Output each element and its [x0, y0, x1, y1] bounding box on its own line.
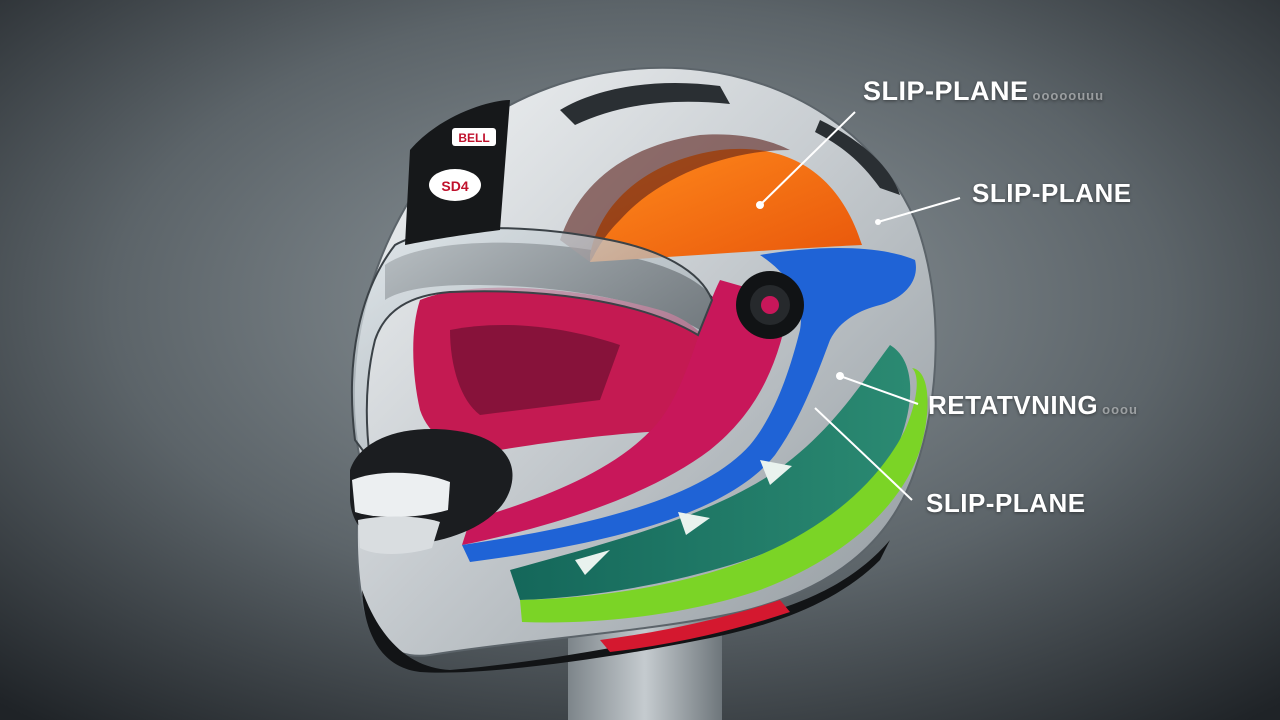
leader-line-middle	[839, 375, 919, 405]
logo-badge-top-text: BELL	[458, 131, 489, 145]
label-lower-text: SLIP-PLANE	[926, 488, 1086, 518]
orange-layer-shadow	[560, 134, 790, 262]
red-neck-roll	[600, 600, 790, 652]
leader-line-top	[759, 111, 856, 206]
chin-vent-lower	[358, 516, 440, 554]
label-upper-right-text: SLIP-PLANE	[972, 178, 1132, 208]
teal-arrow-1	[575, 550, 610, 575]
blue-layer	[462, 248, 916, 562]
teal-arrow-3	[760, 460, 792, 485]
green-layer	[520, 368, 928, 623]
label-middle-text: RETATVNING	[928, 390, 1099, 420]
label-lower: SLIP-PLANE	[926, 488, 1086, 519]
leader-line-upper-right	[877, 197, 961, 223]
top-vent	[560, 83, 730, 125]
logo-badge-top	[452, 128, 496, 146]
chin-vent	[352, 472, 450, 518]
label-middle-trail: ooou	[1102, 402, 1138, 417]
teal-arrow-2	[678, 512, 710, 535]
teal-layer	[510, 345, 911, 600]
label-upper-right: SLIP-PLANE	[972, 178, 1132, 209]
label-top-trail: ooooouuu	[1032, 88, 1105, 103]
rear-spoiler	[815, 120, 900, 195]
visor	[350, 227, 714, 464]
label-top-text: SLIP-PLANE	[863, 76, 1029, 106]
logo-badge-text: SD4	[441, 178, 468, 194]
interior-shadow	[450, 325, 620, 415]
leader-line-lower	[814, 407, 913, 501]
magenta-layer	[462, 280, 790, 545]
logo-badge	[429, 169, 481, 201]
